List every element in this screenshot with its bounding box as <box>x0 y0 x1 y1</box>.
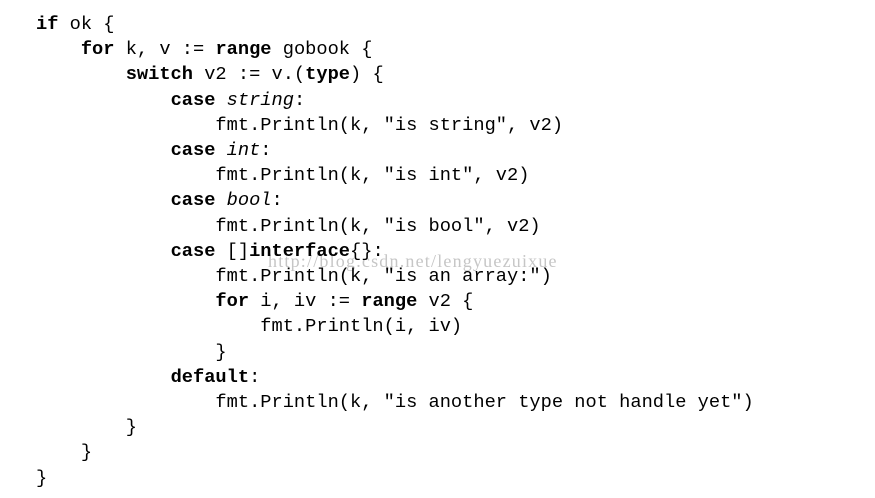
code-token: } <box>80 441 93 464</box>
keyword-token: for <box>80 38 115 61</box>
keyword-token: default <box>170 365 250 388</box>
code-token: [] <box>215 239 250 262</box>
keyword-token: case <box>170 139 216 162</box>
type-token: int <box>226 139 261 162</box>
code-token: : <box>260 139 272 162</box>
keyword-token: case <box>170 88 216 111</box>
code-token: : <box>293 88 306 111</box>
code-token: fmt.Println(k, "is int", v2) <box>215 164 530 187</box>
code-line: case string: <box>36 88 875 113</box>
code-line: if ok { <box>36 12 875 37</box>
keyword-token: if <box>36 13 59 35</box>
keyword-token: interface <box>249 239 351 262</box>
code-token: v2 := v.( <box>193 63 306 86</box>
code-token: } <box>215 340 227 363</box>
code-token: i, iv := <box>249 290 362 313</box>
code-line: switch v2 := v.(type) { <box>36 62 875 87</box>
code-token: : <box>271 189 283 212</box>
code-line: for k, v := range gobook { <box>36 37 875 62</box>
code-line: default: <box>36 365 875 390</box>
code-token: fmt.Println(k, "is an array:") <box>215 265 552 288</box>
keyword-token: switch <box>125 63 193 86</box>
code-token: : <box>249 365 261 388</box>
code-token: v2 { <box>417 290 474 313</box>
code-line: case bool: <box>36 188 875 213</box>
keyword-token: case <box>170 239 216 262</box>
code-line: case int: <box>36 138 875 163</box>
code-line: fmt.Println(i, iv) <box>36 314 875 339</box>
code-line: fmt.Println(k, "is bool", v2) <box>36 214 875 239</box>
code-line: for i, iv := range v2 { <box>36 289 875 314</box>
code-token: fmt.Println(i, iv) <box>260 315 463 338</box>
code-line: fmt.Println(k, "is string", v2) <box>36 113 875 138</box>
code-token: } <box>36 466 48 489</box>
code-token <box>215 189 226 211</box>
keyword-token: for <box>215 290 250 313</box>
code-line: } <box>36 466 875 491</box>
code-line: fmt.Println(k, "is int", v2) <box>36 163 875 188</box>
code-token: gobook { <box>271 38 373 61</box>
code-token: fmt.Println(k, "is string", v2) <box>215 113 564 136</box>
code-line: case []interface{}: <box>36 239 875 264</box>
keyword-token: type <box>305 63 351 86</box>
code-token: ) { <box>350 63 384 86</box>
keyword-token: range <box>215 38 272 61</box>
type-token: string <box>226 88 294 111</box>
code-token: k, v := <box>114 38 216 61</box>
type-token: bool <box>226 189 272 212</box>
code-line: fmt.Println(k, "is an array:") <box>36 264 875 289</box>
code-line: } <box>36 340 875 365</box>
code-token: } <box>125 416 137 439</box>
code-token <box>215 139 226 161</box>
keyword-token: case <box>170 189 216 212</box>
code-line: fmt.Println(k, "is another type not hand… <box>36 390 875 415</box>
code-token: ok { <box>58 13 115 35</box>
code-line: } <box>36 415 875 440</box>
keyword-token: range <box>361 290 418 313</box>
code-line: } <box>36 440 875 465</box>
code-token: fmt.Println(k, "is bool", v2) <box>215 214 541 237</box>
code-token: {}: <box>350 239 384 262</box>
code-token: fmt.Println(k, "is another type not hand… <box>215 391 754 414</box>
code-token <box>215 89 226 111</box>
